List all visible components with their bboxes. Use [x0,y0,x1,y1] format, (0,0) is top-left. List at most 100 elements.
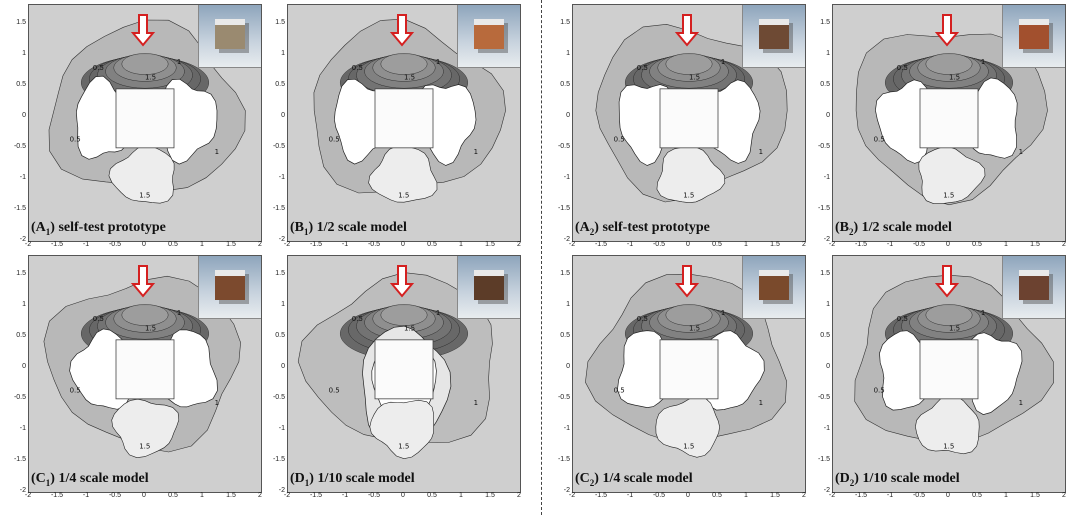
x-tick-label: -1 [886,241,894,248]
x-tick-label: 1 [1004,241,1008,248]
x-tick-label: 1.5 [770,492,780,499]
x-tick-label: -0.5 [912,241,926,248]
x-tick-label: -0.5 [108,492,122,499]
x-tick-label: -1.5 [854,492,868,499]
x-tick-label: 1 [459,492,463,499]
wind-arrow [389,14,415,47]
model-cube [215,19,245,49]
x-tick-label: 1.5 [226,241,236,248]
y-tick-label: -1 [823,173,830,181]
contour-label: 0.5 [897,315,908,323]
y-tick-label: -1 [19,424,26,432]
x-tick-label: 0.5 [712,492,722,499]
y-tick-label: -1 [19,173,26,181]
x-tick-label: -0.5 [108,241,122,248]
x-tick-label: -1 [626,241,634,248]
y-tick-label: 0 [281,362,285,370]
x-tick-label: 2 [1062,492,1066,499]
y-tick-label: -0.5 [13,142,26,150]
contour-label: 1.5 [145,325,156,333]
y-tick-label: 0.5 [275,80,285,88]
x-tick-label: -0.5 [652,492,666,499]
x-tick-label: 0 [946,241,950,248]
x-tick-label: 1.5 [770,241,780,248]
wind-arrow [674,265,700,298]
contour-label: 0.5 [637,315,648,323]
x-tick-label: 0.5 [712,241,722,248]
contour-label: 1.5 [398,192,409,200]
cube-footprint [919,88,979,149]
y-tick-label: 0.5 [16,80,26,88]
cube-footprint [919,339,979,400]
y-tick-label: -0.5 [557,393,570,401]
x-tick-label: 1.5 [1030,492,1040,499]
contour-label: 1 [759,148,763,156]
y-tick-label: -2 [823,236,830,243]
x-tick-label: -0.5 [652,241,666,248]
x-tick-label: 0.5 [972,492,982,499]
x-tick-label: 1.5 [485,492,495,499]
x-tick-label: 2 [517,241,521,248]
y-tick-label: 0 [566,111,570,119]
y-tick-label: 0.5 [560,80,570,88]
y-tick-label: -1.5 [13,455,26,463]
cube-footprint [374,339,434,400]
x-tick-label: 0.5 [168,241,178,248]
model-photo-D2 [1002,256,1065,319]
x-tick-label: -2 [828,241,836,248]
panel-caption-A2: (A2) self-test prototype [575,220,710,237]
contour-field: 0.511.50.511.5 [585,265,787,458]
contour-label: 1 [1019,148,1023,156]
x-tick-label: -1.5 [309,492,323,499]
x-tick-label: 0.5 [427,241,437,248]
x-tick-label: 1 [1004,492,1008,499]
contour-label: 1 [1019,399,1023,407]
x-tick-label: 1.5 [1030,241,1040,248]
y-tick-label: 0.5 [16,331,26,339]
x-tick-label: -2 [568,241,576,248]
y-tick-label: -0.5 [272,393,285,401]
y-tick-label: -1.5 [817,204,830,212]
x-tick-label: -2 [24,492,32,499]
model-cube [1019,19,1049,49]
y-tick-label: -2 [19,487,26,494]
x-tick-label: 0 [946,492,950,499]
contour-label: 1 [177,58,181,66]
panel-caption-C1: (C1) 1/4 scale model [31,471,149,488]
x-tick-label: 1 [200,241,204,248]
contour-label: 1 [721,309,725,317]
x-tick-label: -1 [886,492,894,499]
x-tick-label: 0 [142,492,146,499]
lee-zone [368,145,438,203]
x-tick-label: -1 [341,241,349,248]
x-tick-label: -0.5 [912,492,926,499]
model-photo-C1 [198,256,261,319]
x-tick-label: -1 [82,241,90,248]
contour-field: 0.511.50.511.5 [297,265,493,460]
model-cube [759,19,789,49]
cube-footprint [374,88,434,149]
y-tick-label: -1.5 [557,204,570,212]
contour-label: 1 [759,399,763,407]
model-photo-B1 [457,5,520,68]
contour-label: 1.5 [404,325,415,333]
contour-field: 0.511.50.511.5 [43,265,241,459]
contour-field: 0.511.50.511.5 [595,14,788,204]
panel-caption-D1: (D1) 1/10 scale model [290,471,415,488]
y-tick-label: 1 [826,300,830,308]
contour-label: 1 [177,309,181,317]
y-tick-label: -2 [563,487,570,494]
contour-label: 1 [721,58,725,66]
y-tick-label: 1 [566,49,570,57]
lee-zone [655,396,720,458]
contour-label: 1.5 [683,443,694,451]
y-tick-label: -0.5 [13,393,26,401]
contour-label: 1.5 [404,74,415,82]
contour-label: 0.5 [70,387,81,395]
contour-field: 0.511.50.511.5 [855,14,1048,206]
y-tick-label: 0 [566,362,570,370]
contour-label: 1.5 [689,325,700,333]
x-tick-label: 1.5 [226,492,236,499]
y-tick-label: -0.5 [817,393,830,401]
